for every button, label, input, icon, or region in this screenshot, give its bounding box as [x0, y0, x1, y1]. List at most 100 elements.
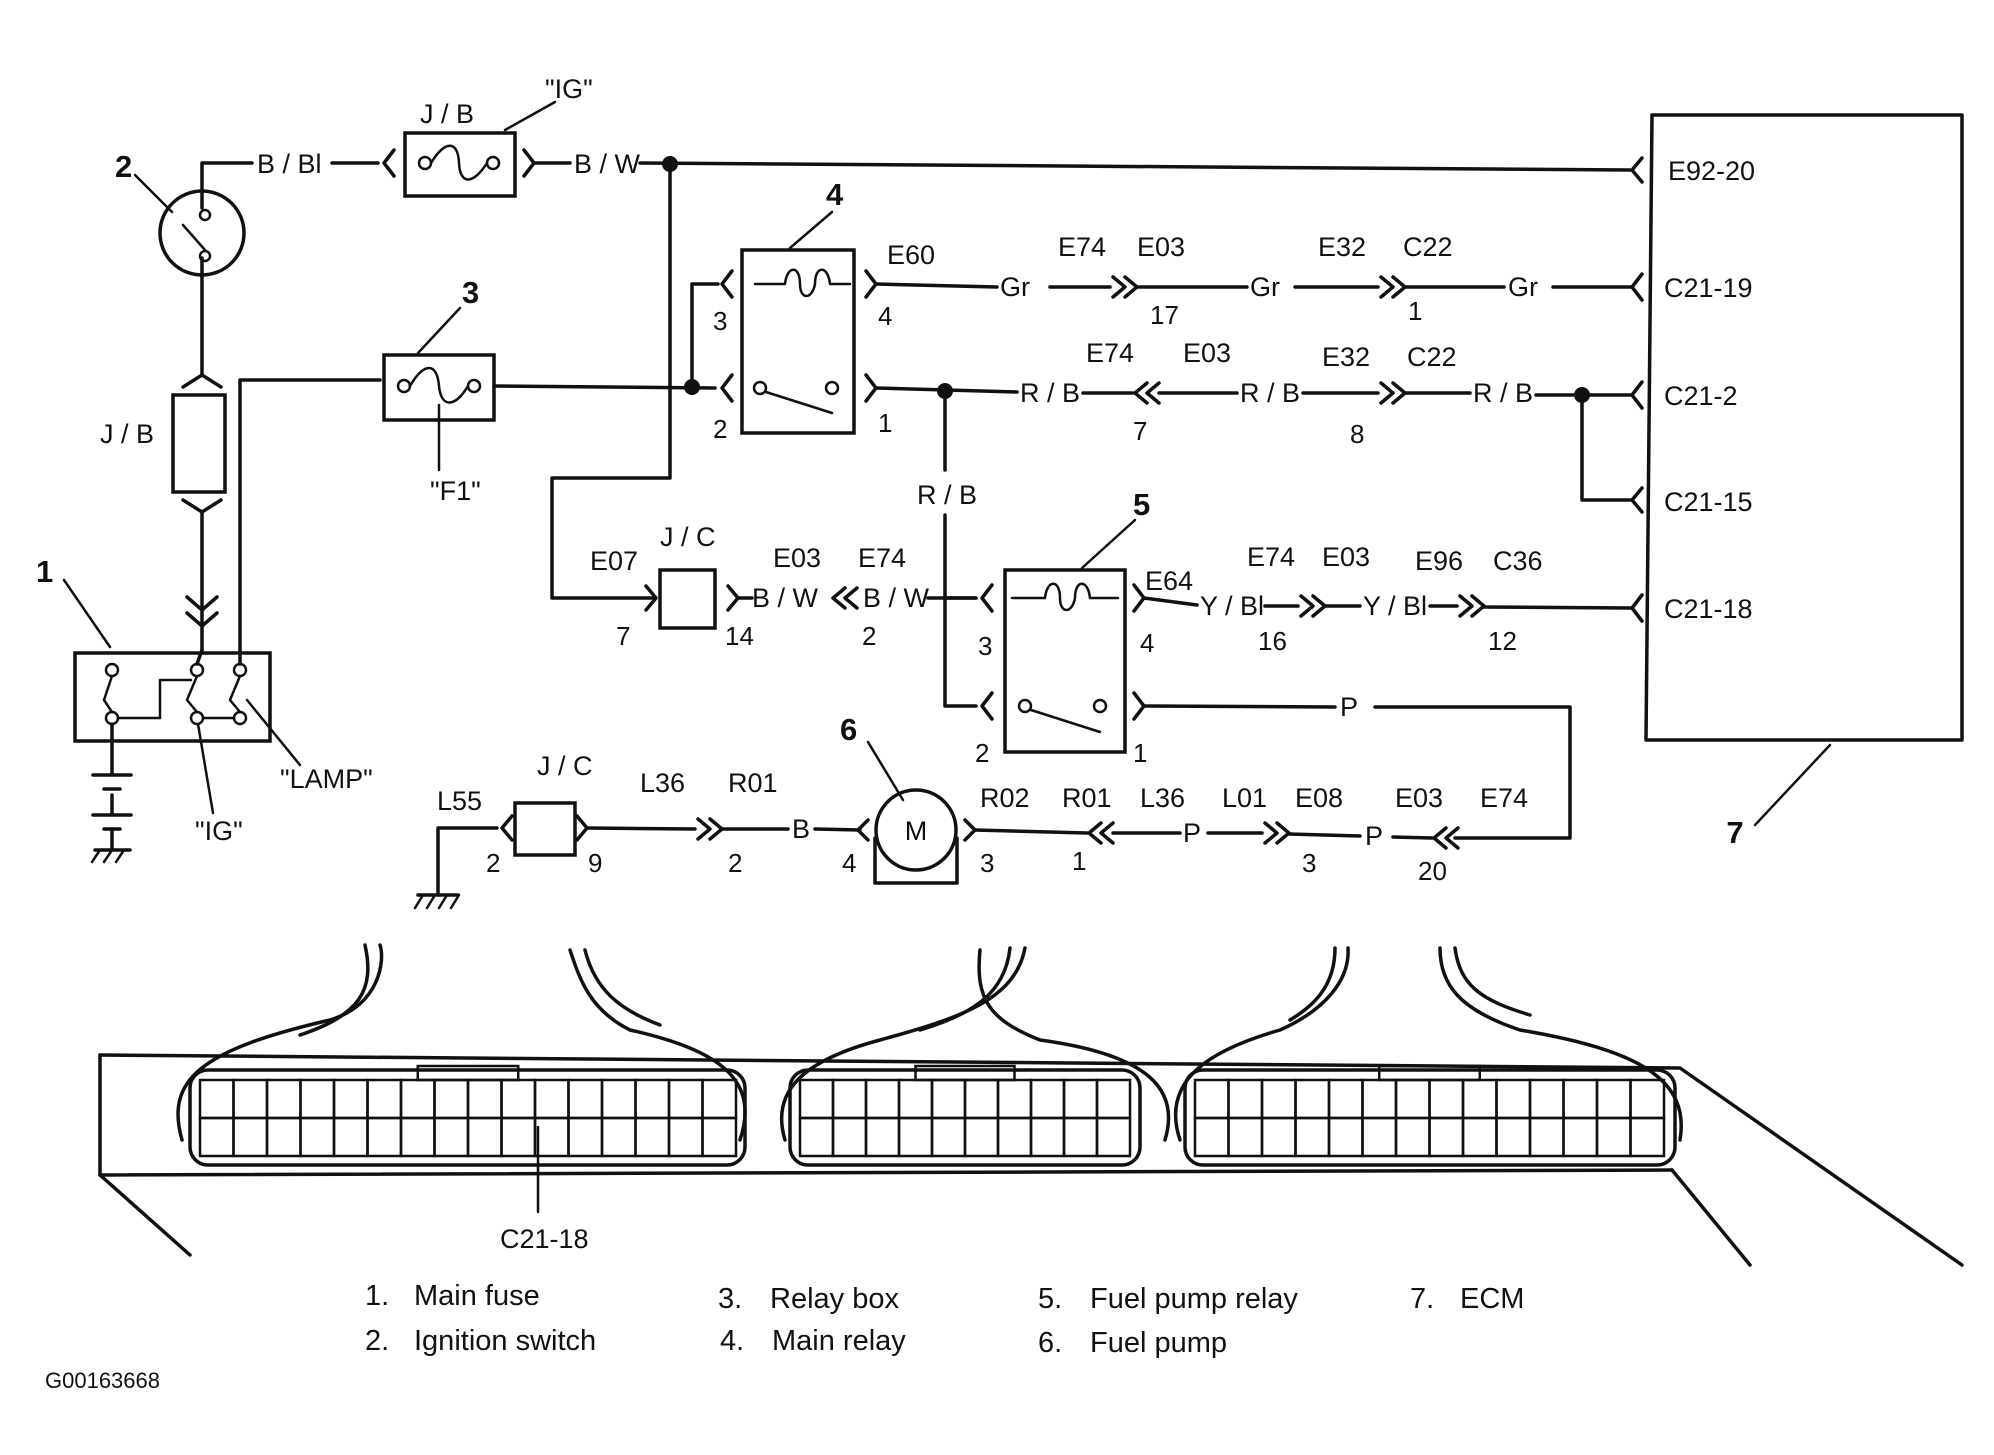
- pin-17: 17: [1150, 300, 1179, 330]
- connector-e74-a: E74: [1058, 232, 1106, 262]
- connector-pin-cell: [930, 1078, 967, 1120]
- callout-7: 7: [1726, 815, 1743, 850]
- legend-name-3: Relay box: [770, 1283, 899, 1315]
- connector-pin-cell: [798, 1116, 835, 1158]
- motor-pin-4: 4: [842, 848, 856, 878]
- connector-pin-cell: [198, 1116, 235, 1158]
- wire-color-gr-1: Gr: [1000, 272, 1030, 302]
- wire-color-gr-2: Gr: [1250, 272, 1280, 302]
- callout-3: 3: [462, 275, 479, 310]
- connector-pin-cell: [1394, 1078, 1431, 1120]
- connector-pin-cell: [1428, 1116, 1465, 1158]
- pin-1-r01: 1: [1072, 846, 1086, 876]
- connector-r01-a: R01: [728, 768, 778, 798]
- connector-pin-cell: [600, 1078, 637, 1120]
- connector-pin-cell: [433, 1078, 470, 1120]
- connector-pin-cell: [198, 1078, 235, 1120]
- connector-e03-b: E03: [1183, 338, 1231, 368]
- connector-pin-cell: [399, 1078, 436, 1120]
- connector-e60: E60: [887, 240, 935, 270]
- mr-pin-1: 1: [878, 408, 892, 438]
- wire-color-p-top: P: [1340, 692, 1358, 722]
- connector-pin-cell: [1495, 1116, 1532, 1158]
- connector-e03-d: E03: [1322, 542, 1370, 572]
- fuel-pump-circuit: L55 J / C 2 9 B L36 R01 2 6 M 4 3 P: [413, 712, 1528, 910]
- wire-color-r-b-vertical: R / B: [917, 480, 977, 510]
- connector-pin-cell: [1629, 1116, 1666, 1158]
- connector-pin-cell: [466, 1078, 503, 1120]
- connector-e07: E07: [590, 546, 638, 576]
- connector-pin-cell: [963, 1116, 1000, 1158]
- connector-pin-cell: [1260, 1078, 1297, 1120]
- mr-pin-2: 2: [713, 414, 727, 444]
- connector-pin-cell: [1193, 1078, 1230, 1120]
- connector-pin-grid-middle: [798, 1064, 1132, 1158]
- connector-pin-cell: [533, 1116, 570, 1158]
- connector-pin-cell: [1361, 1078, 1398, 1120]
- ecm-terminal-c21-2: C21-2: [1664, 381, 1738, 411]
- connector-pin-cell: [897, 1078, 934, 1120]
- main-relay: 4 3 4 2 1 E60: [713, 177, 935, 444]
- fuel-pump-relay: 5 3 4 2 1 E64: [943, 487, 1193, 768]
- connector-pin-cell: [466, 1116, 503, 1158]
- jc-lower-label: J / C: [537, 751, 593, 781]
- connector-pin-cell: [1528, 1116, 1565, 1158]
- legend-name-6: Fuel pump: [1090, 1327, 1227, 1359]
- connector-pin-cell: [567, 1078, 604, 1120]
- connector-e32-a: E32: [1318, 232, 1366, 262]
- connector-pin-grid-right: [1193, 1064, 1666, 1158]
- connector-pin-cell: [1629, 1078, 1666, 1120]
- callout-2: 2: [115, 149, 132, 184]
- main-fuse: 1 "IG" "LAMP": [36, 378, 382, 864]
- callout-4: 4: [826, 177, 844, 212]
- connector-pin-cell: [634, 1116, 671, 1158]
- connector-pin-cell: [500, 1116, 537, 1158]
- jc-pin-7: 7: [616, 621, 630, 651]
- connector-pin-cell: [1595, 1116, 1632, 1158]
- connector-e08: E08: [1295, 783, 1343, 813]
- connector-e74-d: E74: [1247, 542, 1295, 572]
- connector-pin-cell: [500, 1078, 537, 1120]
- pin-3-e08: 3: [1302, 848, 1316, 878]
- connector-pin-cell: [1193, 1116, 1230, 1158]
- connector-pin-cell: [265, 1116, 302, 1158]
- connector-pin-cell: [667, 1116, 704, 1158]
- connector-pin-cell: [1528, 1078, 1565, 1120]
- connector-pin-cell: [963, 1078, 1000, 1120]
- connector-pin-cell: [1294, 1116, 1331, 1158]
- pin-2-l36: 2: [728, 848, 742, 878]
- fr-pin-3: 3: [978, 631, 992, 661]
- wire-color-p-1: P: [1183, 818, 1201, 848]
- connector-pin-cell: [1327, 1078, 1364, 1120]
- connector-pin-cell: [1062, 1078, 1099, 1120]
- legend-name-7: ECM: [1460, 1283, 1524, 1315]
- connector-key: [416, 1064, 520, 1082]
- legend-num-2: 2.: [365, 1325, 389, 1357]
- connector-e03-e: E03: [1395, 783, 1443, 813]
- wire-rb-row: R / B R / B R / B E74 E03 E32 C22 7 8 R …: [874, 338, 1632, 600]
- connector-pin-cell: [1461, 1078, 1498, 1120]
- wire-color-y-bl-1: Y / Bl: [1200, 591, 1264, 621]
- connector-pin-cell: [1394, 1116, 1431, 1158]
- ig-fuse-label: "IG": [545, 74, 593, 104]
- jb-main-fuse-link: J / B: [100, 373, 227, 652]
- connector-pin-cell: [1095, 1116, 1132, 1158]
- wire-color-b-w-jc: B / W: [752, 583, 819, 613]
- jb-left-label: J / B: [100, 419, 154, 449]
- connector-pin-cell: [533, 1078, 570, 1120]
- motor-symbol: M: [905, 816, 928, 846]
- ignition-switch: 2 B / Bl: [115, 149, 380, 377]
- connector-pin-cell: [1062, 1116, 1099, 1158]
- connector-pin-cell: [366, 1078, 403, 1120]
- connector-pin-cell: [600, 1116, 637, 1158]
- connector-l36-a: L36: [640, 768, 685, 798]
- wire-color-b-w-relay5: B / W: [863, 583, 930, 613]
- connector-e03-c: E03: [773, 543, 821, 573]
- pin-1-gr: 1: [1408, 296, 1422, 326]
- connector-pin-cell: [567, 1116, 604, 1158]
- wire-color-r-b-1: R / B: [1020, 378, 1080, 408]
- connector-pin-cell: [701, 1116, 738, 1158]
- connector-pin-cell: [1461, 1116, 1498, 1158]
- fr-pin-4: 4: [1140, 628, 1154, 658]
- ecm-terminal-c21-18: C21-18: [1664, 594, 1753, 624]
